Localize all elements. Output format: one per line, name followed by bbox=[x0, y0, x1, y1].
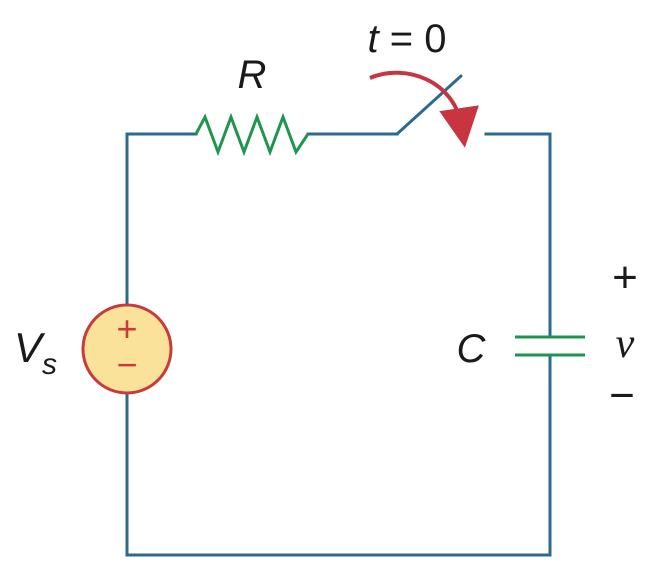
voltage-source: + − bbox=[81, 303, 173, 395]
wire-right-top bbox=[484, 132, 552, 339]
capacitor-symbol bbox=[515, 335, 585, 357]
source-label: Vs bbox=[14, 324, 57, 381]
source-plus-symbol: + bbox=[116, 308, 137, 349]
switch-blade bbox=[395, 74, 463, 136]
capacitor-label: C bbox=[457, 327, 487, 371]
voltage-minus-label: − bbox=[609, 371, 635, 420]
source-minus-symbol: − bbox=[116, 344, 137, 385]
resistor-symbol bbox=[194, 112, 310, 157]
resistor-label: R bbox=[238, 53, 267, 97]
source-label-sub: s bbox=[42, 348, 57, 381]
voltage-label: v bbox=[616, 321, 635, 367]
wire-bottom bbox=[125, 391, 552, 557]
wires bbox=[125, 74, 552, 557]
source-label-main: V bbox=[14, 324, 46, 371]
switch-arrow bbox=[369, 70, 479, 148]
switch-time-label: t = 0 bbox=[368, 17, 447, 61]
wire-left-top bbox=[125, 132, 198, 307]
switch-time-value: = 0 bbox=[379, 17, 447, 61]
voltage-plus-label: + bbox=[612, 253, 638, 302]
switch-time-variable: t bbox=[368, 17, 381, 61]
